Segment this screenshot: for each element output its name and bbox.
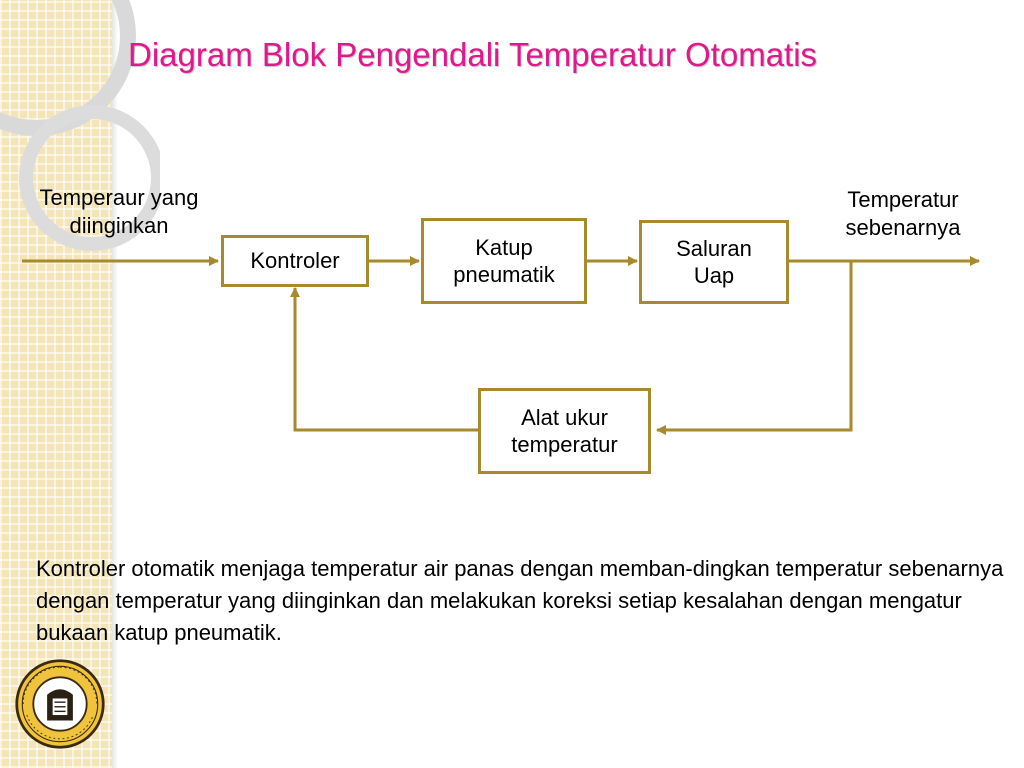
side-strip-shadow [112,0,118,768]
pneumatic-valve-block-label: Katup pneumatik [453,234,555,288]
institution-seal-logo [15,659,105,749]
input-label: Temperaur yang diinginkan [39,185,199,238]
controller-block: Kontroler [221,235,369,287]
steam-line-block-label: Saluran Uap [676,235,752,289]
output-label: Temperatur sebenarnya [845,187,961,240]
slide-title: Diagram Blok Pengendali Temperatur Otoma… [128,36,818,73]
pneumatic-valve-block: Katup pneumatik [421,218,587,304]
description-paragraph: Kontroler otomatik menjaga temperatur ai… [36,556,1004,645]
temperature-sensor-block: Alat ukur temperatur [478,388,651,474]
controller-block-label: Kontroler [250,248,340,274]
steam-line-block: Saluran Uap [639,220,789,304]
sensor-to-controller-line [290,287,480,432]
feedback-to-sensor-line [656,261,853,435]
temperature-sensor-block-label: Alat ukur temperatur [511,404,618,458]
